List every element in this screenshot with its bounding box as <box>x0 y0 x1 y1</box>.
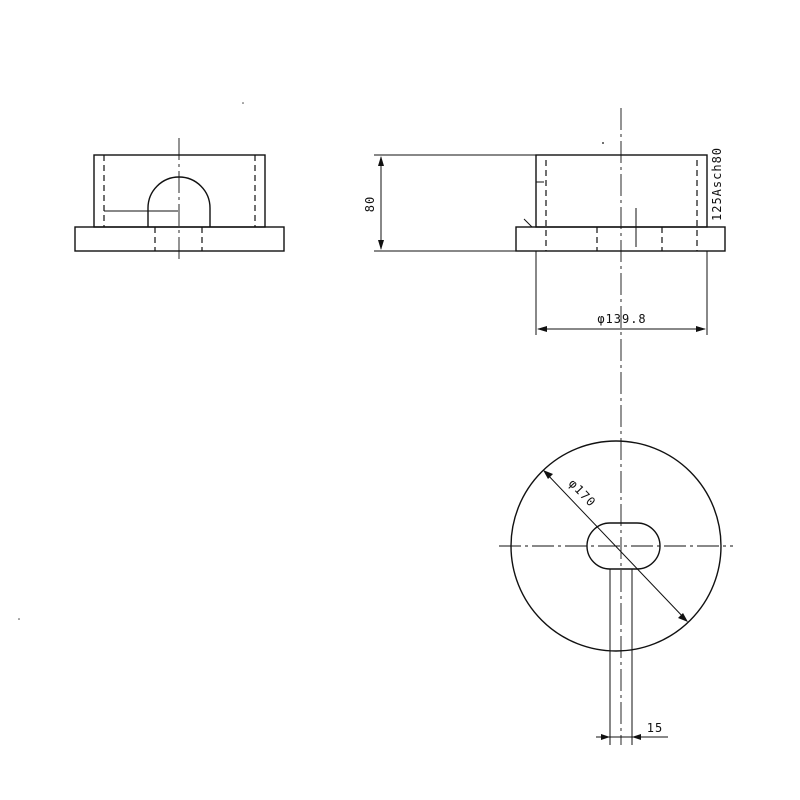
height-dimension-label: 80 <box>363 196 377 212</box>
flange-diameter-arrow-bottom <box>678 613 688 622</box>
side-view-body <box>535 154 708 228</box>
scan-speck <box>602 142 604 144</box>
pipe-spec-label: 125Asch80 <box>710 147 724 221</box>
flange-diameter-arrow-top <box>543 470 553 479</box>
plan-view: φ170 <box>499 440 733 652</box>
height-arrow-top <box>378 156 384 166</box>
side-view <box>515 154 726 252</box>
height-arrow-bottom <box>378 240 384 250</box>
slot-width-dimension: 15 <box>596 569 668 745</box>
slot-width-label: 15 <box>647 721 663 735</box>
front-view <box>74 138 285 262</box>
scan-speck <box>242 102 244 104</box>
front-view-flange <box>74 226 285 252</box>
front-view-body <box>93 154 266 228</box>
height-dimension: 80 <box>363 154 536 252</box>
pipe-diameter-arrow-left <box>537 326 547 332</box>
pipe-diameter-arrow-right <box>696 326 706 332</box>
scan-speck <box>18 618 20 620</box>
flange-diameter-dimension-line <box>544 471 687 621</box>
flange-diameter-label: φ170 <box>566 476 599 509</box>
pipe-diameter-label: φ139.8 <box>597 312 646 326</box>
slot-width-arrow-right <box>632 734 641 740</box>
side-view-weld-leader <box>523 218 533 228</box>
side-view-flange <box>515 226 726 252</box>
slot-width-arrow-left <box>601 734 610 740</box>
pipe-diameter-dimension: φ139.8 <box>535 251 708 335</box>
